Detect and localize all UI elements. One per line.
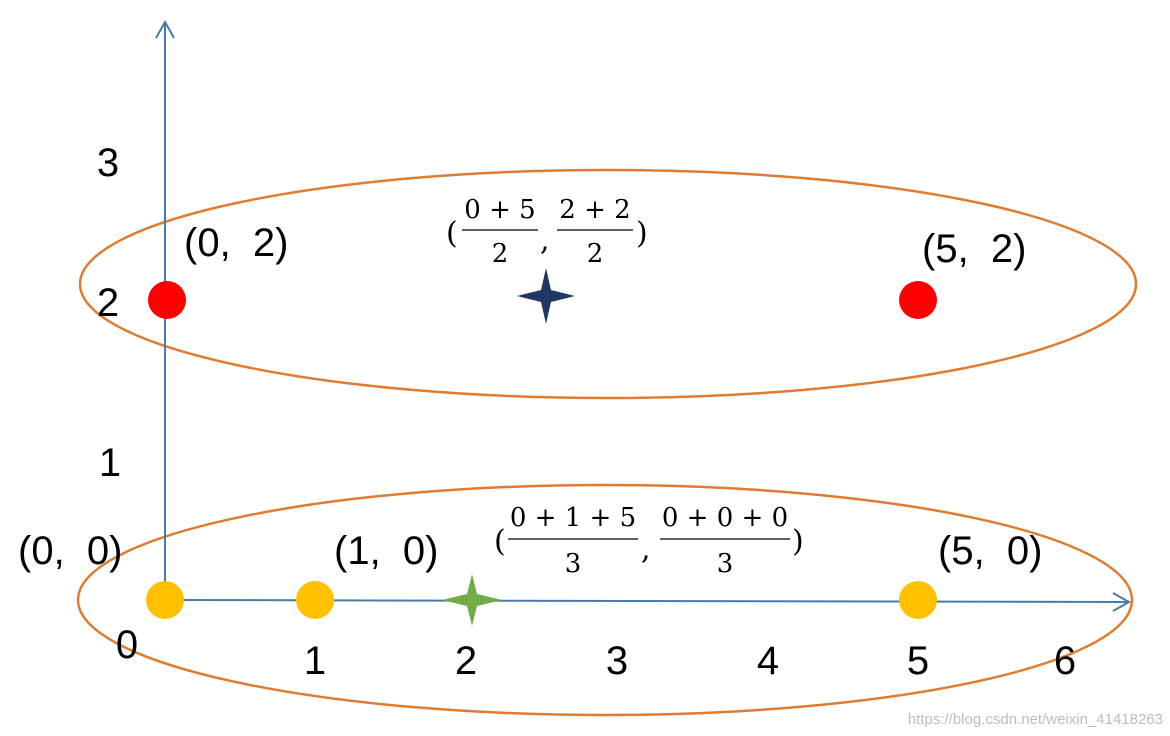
watermark: https://blog.csdn.net/weixin_41418263 (908, 711, 1163, 728)
centroid-top-star (517, 268, 575, 324)
centroid-bottom-formula: ( 0 + 1 + 5 3 , 0 + 0 + 0 3 ) (494, 503, 804, 579)
formula-top-num-y: 2 + 2 (559, 195, 630, 225)
point-1-0 (296, 581, 334, 619)
label-point-0-2: (0, 2) (184, 221, 288, 265)
x-tick-3: 3 (606, 639, 628, 683)
x-tick-6: 6 (1054, 639, 1076, 683)
x-tick-2: 2 (455, 639, 477, 683)
y-tick-1: 1 (99, 441, 121, 485)
label-point-5-2: (5, 2) (922, 227, 1026, 271)
x-tick-4: 4 (757, 639, 779, 683)
formula-top-num-x: 0 + 5 (464, 195, 535, 225)
formula-top-comma: , (540, 223, 550, 258)
formula-top-den-x: 2 (492, 239, 509, 269)
top-cluster-ellipse (78, 168, 1138, 400)
formula-bottom-den-y: 3 (717, 549, 734, 579)
label-point-5-0: (5, 0) (938, 529, 1042, 573)
point-0-0 (146, 581, 184, 619)
formula-bottom-num-y: 0 + 0 + 0 (662, 503, 788, 533)
label-point-0-0: (0, 0) (18, 529, 122, 573)
formula-top-open-paren: ( (446, 216, 458, 251)
formula-bottom-open-paren: ( (494, 524, 506, 559)
x-tick-1: 1 (304, 639, 326, 683)
point-5-2 (899, 281, 937, 319)
formula-bottom-comma: , (641, 532, 651, 567)
formula-bottom-den-x: 3 (565, 549, 582, 579)
point-5-0 (899, 581, 937, 619)
x-tick-0: 0 (116, 623, 138, 667)
x-tick-5: 5 (907, 639, 929, 683)
y-axis-arrow (155, 19, 175, 39)
centroid-bottom-star (442, 574, 502, 626)
x-axis-arrow (1112, 592, 1132, 612)
y-tick-2: 2 (97, 281, 119, 325)
formula-bottom-num-x: 0 + 1 + 5 (510, 503, 636, 533)
point-0-2 (148, 281, 186, 319)
bottom-cluster-ellipse (76, 483, 1134, 717)
formula-bottom-close-paren: ) (792, 524, 804, 559)
formula-top-den-y: 2 (587, 239, 604, 269)
y-tick-3: 3 (97, 141, 119, 185)
centroid-top-formula: ( 0 + 5 2 , 2 + 2 2 ) (446, 195, 648, 269)
formula-top-close-paren: ) (636, 216, 648, 251)
label-point-1-0: (1, 0) (334, 529, 438, 573)
